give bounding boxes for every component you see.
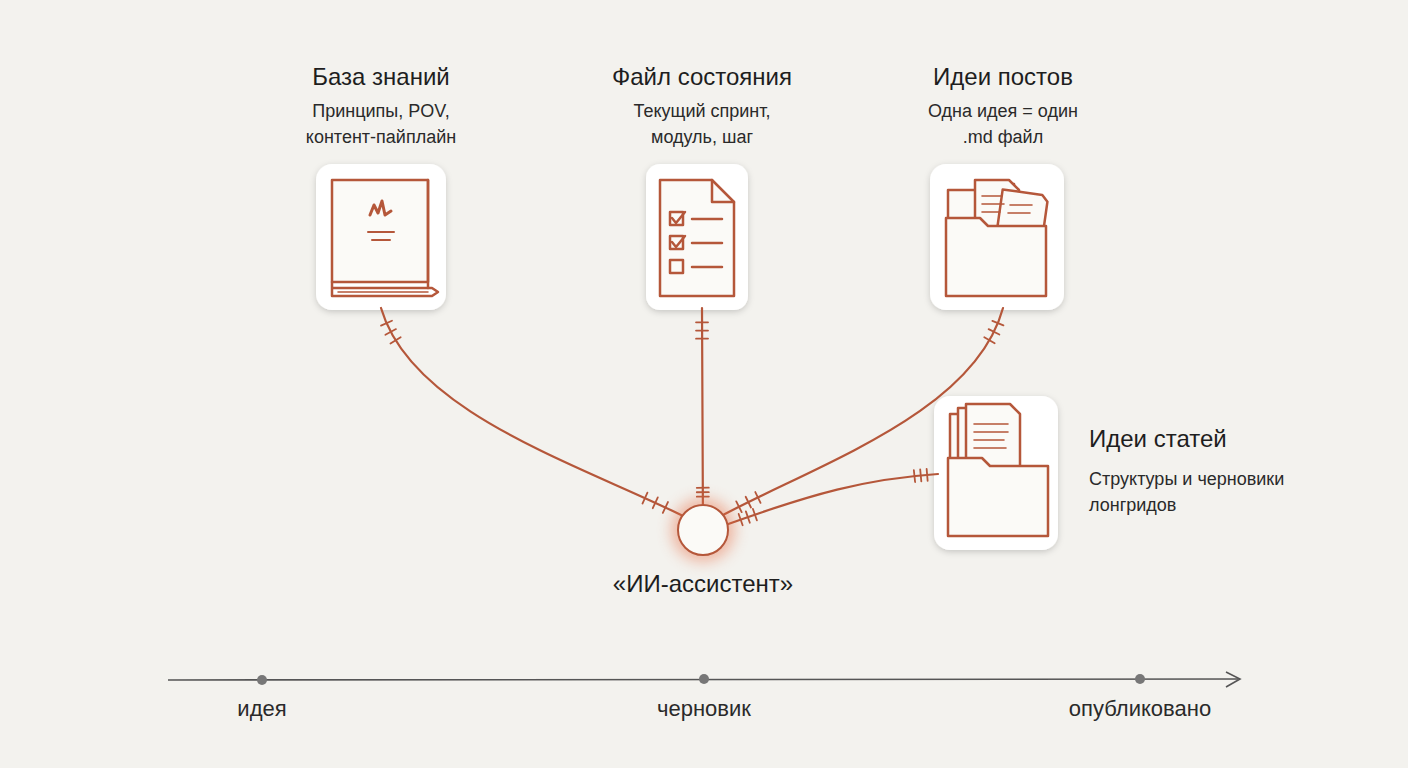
timeline-label: идея (237, 696, 286, 722)
assistant-circle: «ИИ-ассистент» (677, 504, 729, 556)
node-title: Идеи статей (1089, 424, 1339, 454)
checklist-icon (646, 164, 748, 310)
timeline-label: опубликовано (1069, 696, 1211, 722)
node-text: Идеи статейСтруктуры и черновики лонгрид… (1089, 424, 1339, 518)
node-subtitle: Принципы, POV, контент-пайплайн (286, 98, 476, 150)
node-subtitle: Одна идея = один .md файл (918, 98, 1088, 150)
timeline-label: черновик (657, 696, 751, 722)
node-subtitle: Текущий спринт, модуль, шаг (612, 98, 792, 150)
storage-node: Идеи статейСтруктуры и черновики лонгрид… (938, 400, 1056, 548)
folder-icon (930, 164, 1064, 310)
node-title: «ИИ-ассистент» (613, 570, 793, 598)
book-icon (316, 164, 446, 310)
node-title: База знаний (276, 62, 486, 92)
connector (696, 308, 709, 504)
storage-node: Файл состоянияТекущий спринт, модуль, ша… (597, 62, 807, 308)
node-subtitle: Структуры и черновики лонгридов (1089, 466, 1339, 518)
node-title: Идеи постов (898, 62, 1108, 92)
connector (728, 469, 938, 525)
storage-node: База знанийПринципы, POV, контент-пайпла… (276, 62, 486, 308)
connector (381, 308, 682, 515)
timeline (168, 672, 1240, 687)
node-title: Файл состояния (597, 62, 807, 92)
storage-node: Идеи постовОдна идея = один .md файл (898, 62, 1108, 308)
folder-icon (934, 396, 1058, 550)
